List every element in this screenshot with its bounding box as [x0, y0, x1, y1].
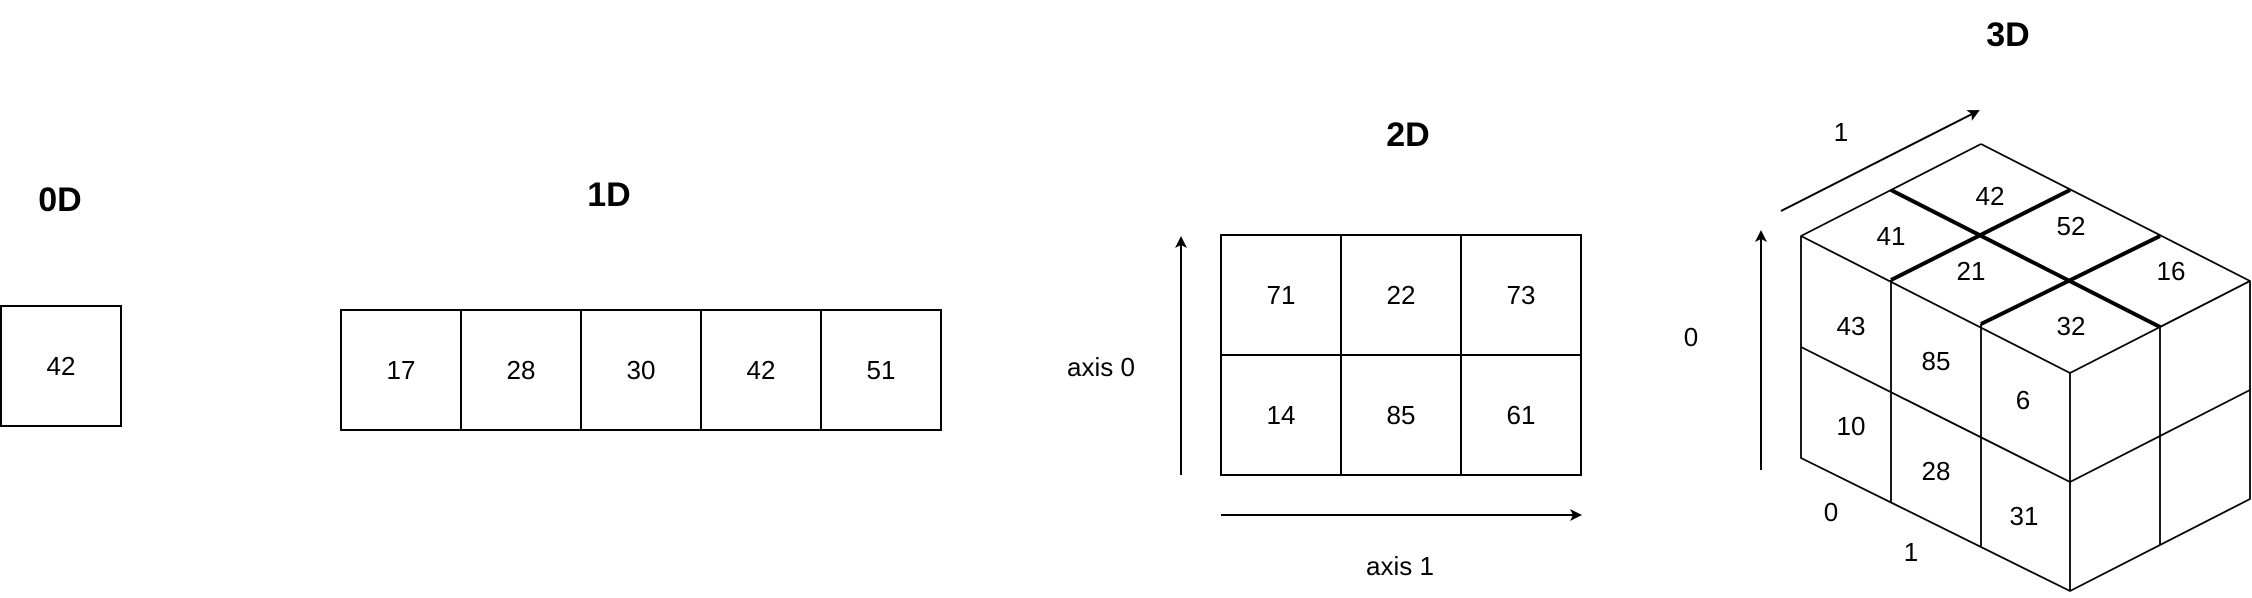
tensor-value: 21	[1957, 256, 1986, 286]
tensor-value: 52	[2057, 211, 2086, 241]
matrix-value: 61	[1507, 400, 1536, 430]
matrix-cell	[1340, 234, 1462, 356]
matrix-value: 22	[1387, 280, 1416, 310]
axis1-label: axis 1	[1366, 551, 1434, 581]
tensor-value: 10	[1837, 411, 1866, 441]
vector-value: 42	[747, 355, 776, 385]
tensor-value: 41	[1877, 221, 1906, 251]
tensor-value: 32	[2057, 311, 2086, 341]
vector-value: 17	[387, 355, 416, 385]
matrix-value: 71	[1267, 280, 1296, 310]
tensor-bold-divider	[1890, 188, 2161, 329]
vector-cell	[460, 309, 582, 431]
scalar-value: 42	[47, 351, 76, 381]
tensor-value: 85	[1922, 346, 1951, 376]
vector-value: 30	[627, 355, 656, 385]
scalar-panel: 0D 42	[0, 181, 122, 427]
tensor-value: 28	[1922, 456, 1951, 486]
tensor-value: 42	[1976, 181, 2005, 211]
matrix-cell	[1220, 354, 1342, 476]
tensor-value: 43	[1837, 311, 1866, 341]
tensor-panel: 3D 42 41 52 21	[1684, 16, 2251, 592]
vector-value: 51	[867, 355, 896, 385]
tensor-value: 6	[2016, 385, 2030, 415]
vector-title: 1D	[587, 176, 630, 214]
tensor-axis0-label: 0	[1684, 322, 1698, 352]
tensor-depth-label: 0	[1824, 497, 1838, 527]
vector-cell	[340, 309, 462, 431]
matrix-value: 73	[1507, 280, 1536, 310]
tensor-value: 31	[2010, 501, 2039, 531]
tensor-value: 16	[2157, 256, 2186, 286]
tensor-bold-divider	[1980, 234, 2161, 326]
tensor-title: 3D	[1986, 16, 2029, 54]
matrix-value: 85	[1387, 400, 1416, 430]
tensor-top-face	[1801, 190, 2160, 373]
vector-panel: 1D 17 28 30 42 51	[340, 176, 942, 431]
matrix-title: 2D	[1386, 116, 1429, 154]
tensor-axis1-label: 1	[1834, 117, 1848, 147]
axis0-label: axis 0	[1067, 352, 1135, 382]
matrix-panel: 2D 71 22 73 14 85 61 axis 0 axis 1	[1067, 116, 1582, 581]
matrix-cell	[1460, 354, 1582, 476]
tensor-depth-label: 1	[1904, 537, 1918, 567]
matrix-value: 14	[1267, 400, 1296, 430]
scalar-title: 0D	[38, 181, 81, 219]
vector-cell	[700, 309, 822, 431]
scalar-cell	[0, 305, 122, 427]
vector-value: 28	[507, 355, 536, 385]
tensor-bold-divider	[1890, 188, 2071, 282]
vector-cell	[820, 309, 942, 431]
tensor-axis1-arrow	[1780, 110, 1980, 212]
